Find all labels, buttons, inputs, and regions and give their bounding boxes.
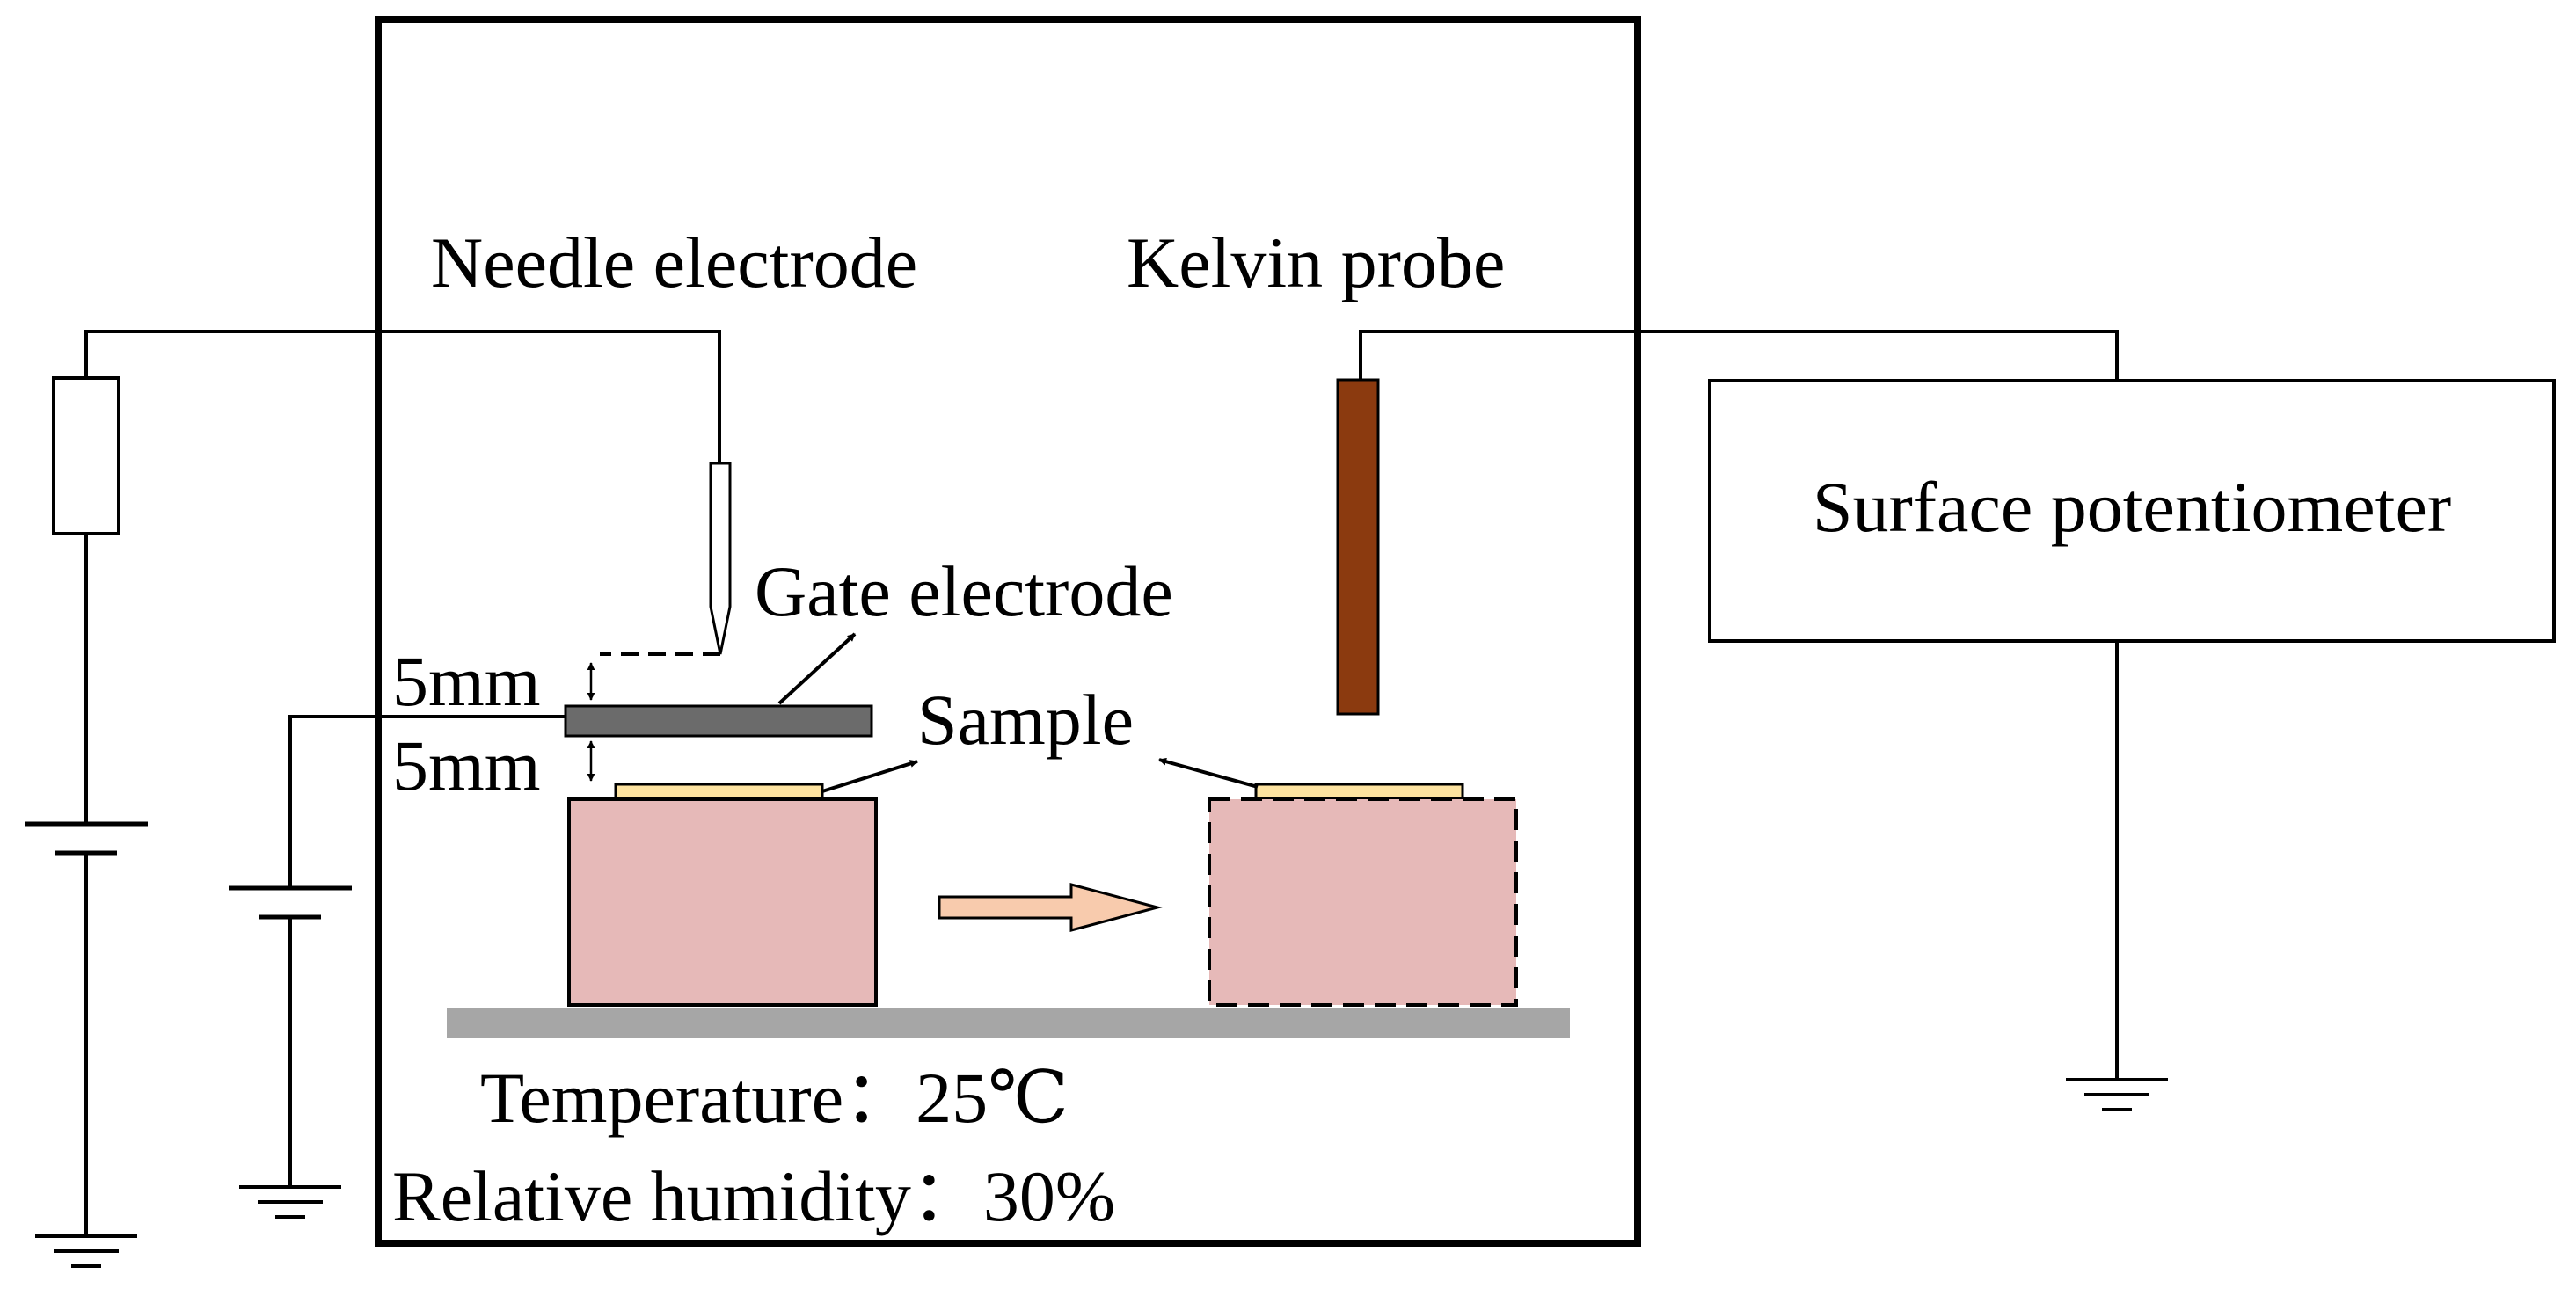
ground-icon [239, 1185, 341, 1219]
potentiometer-circuit [1359, 330, 2168, 1111]
gap-bottom-label: 5mm [392, 725, 541, 805]
gate-bias-circuit [229, 715, 566, 1219]
surface-potentiometer-label: Surface potentiometer [1813, 467, 2451, 547]
temperature-label: Temperature：25℃ [480, 1058, 1069, 1138]
surface-potentiometer-box [1708, 379, 2556, 643]
ground-icon [2066, 1078, 2168, 1111]
resistor [52, 376, 120, 535]
kelvin-probe [1336, 378, 1380, 716]
stage-charging-position [567, 797, 878, 1007]
sample-label: Sample [917, 680, 1134, 760]
needle-electrode [709, 462, 732, 655]
hv-source-battery-icon [25, 821, 148, 856]
kelvin-probe-label: Kelvin probe [1127, 222, 1505, 302]
sample-left [614, 783, 824, 800]
gate-electrode-label: Gate electrode [755, 551, 1173, 631]
needle-hv-circuit [25, 330, 721, 1268]
gate-electrode-plate [564, 704, 873, 738]
test-chamber [375, 16, 1641, 1247]
stage-rail [447, 1008, 1570, 1038]
move-direction-arrow [938, 883, 1163, 932]
gap-top-label: 5mm [392, 641, 541, 721]
gate-source-battery-icon [229, 885, 352, 920]
sample-right [1254, 783, 1464, 800]
stage-measuring-position [1208, 797, 1518, 1007]
needle-electrode-label: Needle electrode [431, 222, 917, 302]
gate-label-arrow [777, 632, 857, 705]
relative-humidity-label: Relative humidity：30% [392, 1156, 1115, 1236]
sample-label-arrow-right [1158, 757, 1259, 789]
sample-label-arrow-left [821, 760, 918, 793]
ground-icon [35, 1234, 137, 1268]
